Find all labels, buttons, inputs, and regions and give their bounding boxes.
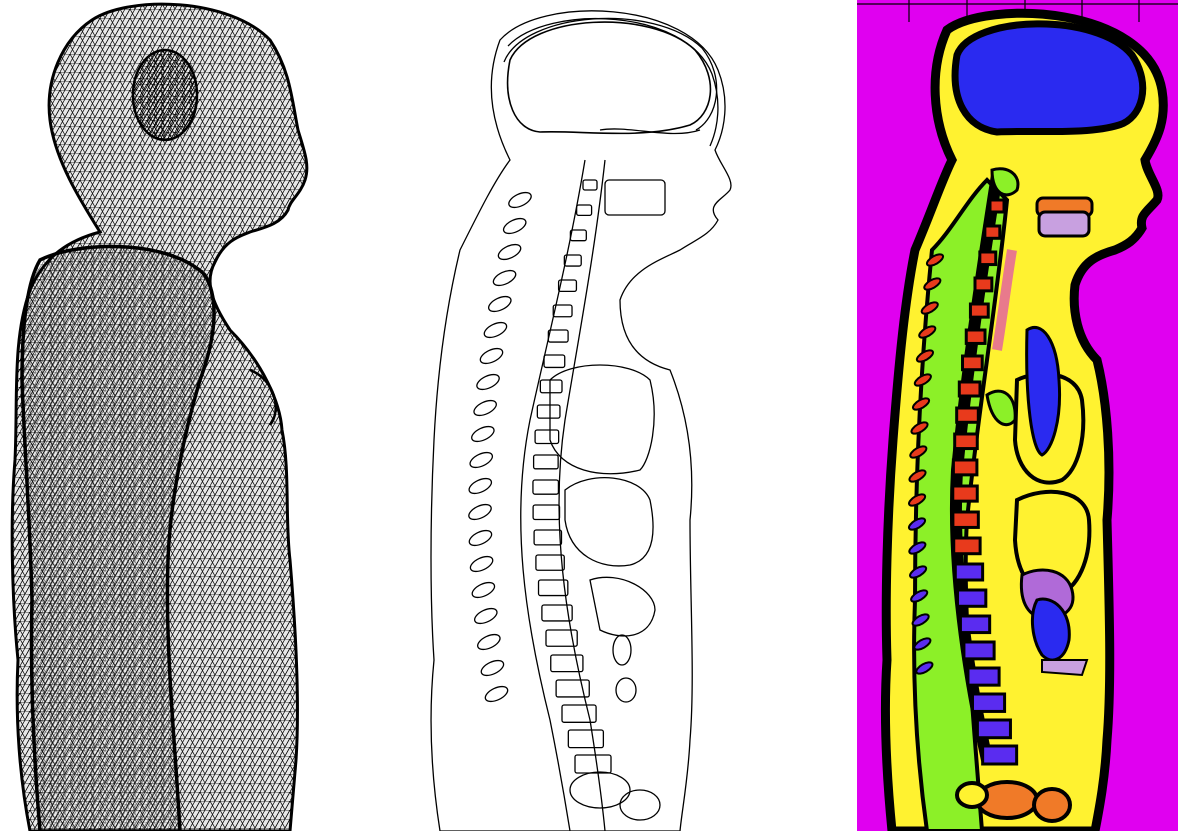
segment-vertebra	[959, 382, 980, 396]
outline-rib	[469, 423, 496, 444]
outline-vertebra	[544, 355, 565, 367]
outline-rib	[467, 501, 494, 522]
outline-vertebra	[536, 555, 564, 570]
outline-vertebra	[537, 405, 560, 418]
wireframe-mesh-panel	[0, 0, 330, 831]
segment-vertebra	[955, 564, 982, 580]
outline-vertebra	[534, 455, 559, 469]
outline-rib	[491, 267, 518, 288]
outline-vertebra	[533, 480, 558, 494]
outline-vertebra	[540, 380, 562, 393]
outline-brain	[508, 22, 711, 133]
outline-rib	[507, 189, 534, 210]
segment-vertebra	[957, 408, 979, 422]
segment-vertebra	[990, 200, 1004, 212]
outline-rib	[482, 319, 509, 340]
outline-rib	[467, 527, 494, 548]
segment-vertebra	[977, 720, 1010, 738]
segment-vertebra	[953, 460, 977, 475]
outline-vertebra	[533, 505, 559, 520]
outline-rib	[468, 449, 495, 470]
segment-vertebra	[953, 512, 978, 527]
outline-vertebra	[548, 330, 568, 342]
segment-vertebra	[983, 746, 1017, 764]
outline-vertebra	[562, 705, 596, 722]
outline-vertebra	[535, 430, 559, 443]
contour-outline-panel	[400, 0, 760, 831]
segment-vertebra	[975, 278, 992, 291]
outline-rib	[501, 215, 528, 236]
contour-outline-figure	[400, 0, 760, 831]
outline-vertebra	[583, 180, 597, 190]
outline-rib	[472, 605, 499, 626]
segment-vertebra	[960, 616, 989, 633]
outline-rib	[475, 371, 502, 392]
outline-ribs	[467, 189, 534, 704]
segment-vertebra	[970, 304, 988, 317]
outline-rib	[470, 579, 497, 600]
outline-vertebra	[577, 205, 592, 215]
segment-vertebra	[953, 486, 977, 501]
segment-vertebra	[968, 668, 999, 685]
mesh-ear	[133, 50, 197, 140]
segment-vertebra	[966, 330, 985, 343]
outline-body	[431, 11, 731, 831]
outline-rib	[479, 657, 506, 678]
outline-rib	[472, 397, 499, 418]
segment-vertebra	[954, 538, 980, 554]
segment-vertebra	[955, 434, 978, 449]
outline-vertebra	[570, 230, 586, 241]
outline-rib	[468, 553, 495, 574]
segment-vertebra	[980, 252, 996, 265]
segment-brain	[955, 24, 1143, 132]
outline-vertebra	[575, 755, 611, 773]
wireframe-mesh-figure	[0, 0, 330, 831]
outline-rib	[478, 345, 505, 366]
segment-vertebra	[985, 226, 1000, 238]
outline-rib	[496, 241, 523, 262]
outline-rib	[486, 293, 513, 314]
segmentation-panel	[857, 0, 1178, 831]
outline-vertebrae	[533, 180, 611, 773]
segment-tongue	[1039, 212, 1089, 236]
segment-vertebra	[972, 694, 1004, 711]
outline-rib	[483, 683, 510, 704]
outline-rib	[467, 475, 494, 496]
segment-vertebra	[964, 642, 994, 659]
outline-rib	[475, 631, 502, 652]
outline-oral	[605, 180, 665, 215]
segment-vertebra	[958, 590, 986, 606]
outline-vertebra	[568, 730, 603, 748]
segmentation-figure	[857, 0, 1178, 831]
outline-vertebra	[534, 530, 561, 545]
segment-vertebra	[963, 356, 983, 370]
